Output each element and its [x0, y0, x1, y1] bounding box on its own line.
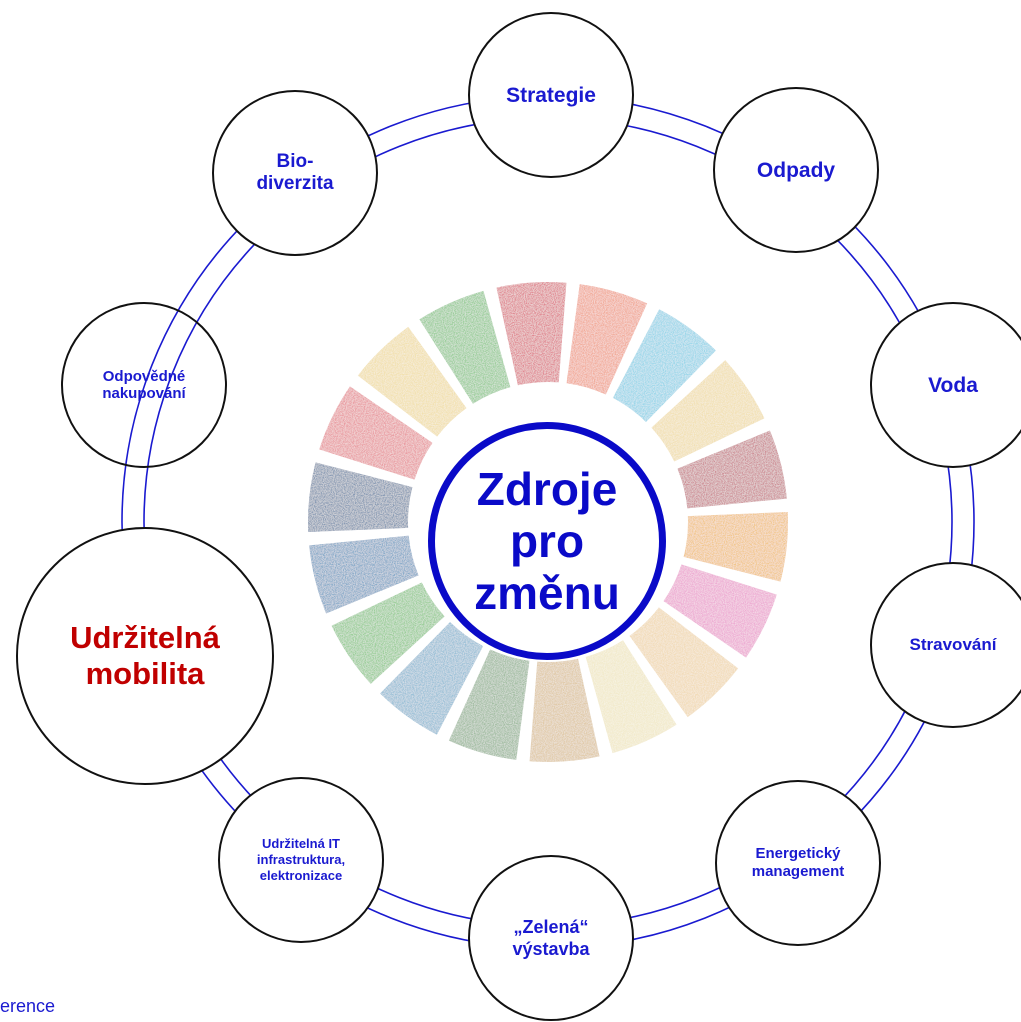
node-stravovani-label: Stravování — [909, 635, 997, 654]
sdg-wheel-segment — [319, 386, 433, 480]
sdg-wheel-segment — [357, 326, 467, 437]
footer-text: erence — [0, 996, 56, 1016]
node-mobilita-label: Udržitelná mobilita — [70, 620, 220, 691]
sdg-wheel-segment — [677, 430, 787, 509]
node-voda-label: Voda — [928, 373, 978, 397]
sdg-wheel-segment — [612, 309, 716, 422]
node-biodiverzita[interactable]: Bio- diverzita — [212, 90, 378, 256]
node-zelena-label: „Zelená“ výstavba — [512, 917, 590, 959]
node-biodiverzita-label: Bio- diverzita — [256, 151, 334, 194]
node-odpovedne-nakupovani[interactable]: Odpovědné nakupování — [61, 302, 227, 468]
node-odpady[interactable]: Odpady — [713, 87, 879, 253]
node-strategie-label: Strategie — [506, 83, 596, 107]
node-udrzitelna-it[interactable]: Udržitelná IT infrastruktura, elektroniz… — [218, 777, 384, 943]
node-zelena-vystavba[interactable]: „Zelená“ výstavba — [468, 855, 634, 1021]
node-odpady-label: Odpady — [756, 158, 836, 182]
node-energeticky-label: Energetický management — [751, 845, 845, 880]
sdg-wheel-segment — [307, 462, 413, 533]
sdg-wheel-segment — [683, 511, 789, 582]
sdg-wheel-segment — [529, 658, 600, 763]
node-udrzitelna-mobilita[interactable]: Udržitelná mobilita — [16, 527, 274, 785]
sdg-wheel-segment — [419, 290, 511, 404]
sdg-wheel-segment — [585, 640, 677, 754]
sdg-wheel-segment — [496, 282, 567, 386]
node-energeticky-management[interactable]: Energetický management — [715, 780, 881, 946]
center-hub[interactable]: Zdroje pro změnu — [428, 422, 666, 660]
node-it-label: Udržitelná IT infrastruktura, elektroniz… — [256, 836, 346, 883]
node-nakupovani-label: Odpovědné nakupování — [102, 368, 186, 402]
sdg-wheel-segment — [448, 649, 530, 760]
center-hub-label: Zdroje pro změnu — [474, 463, 620, 619]
sdg-wheel-segment — [380, 622, 484, 735]
node-stravovani[interactable]: Stravování — [870, 562, 1021, 728]
sdg-color-wheel — [307, 282, 789, 763]
sdg-wheel-segment — [309, 535, 419, 614]
node-strategie[interactable]: Strategie — [468, 12, 634, 178]
node-voda[interactable]: Voda — [870, 302, 1021, 468]
sdg-wheel-segment — [663, 564, 777, 658]
sdg-wheel-segment — [651, 360, 765, 462]
sdg-wheel-segment — [629, 607, 739, 718]
sdg-wheel-segment — [331, 582, 445, 684]
sdg-wheel-segment — [566, 284, 648, 395]
